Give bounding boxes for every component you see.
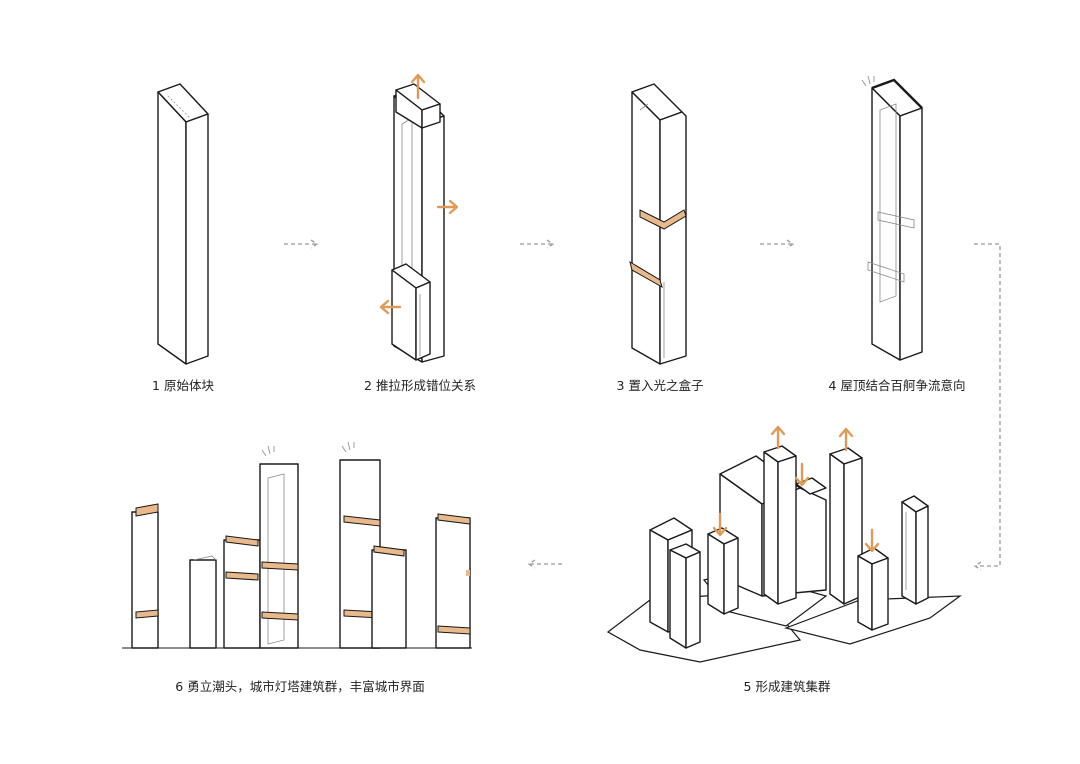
- flow-arrow-4-5: [973, 243, 1001, 571]
- arrow-left-icon: [379, 299, 402, 315]
- roof-sparkle-icon: [861, 75, 875, 87]
- step1-tower: [157, 83, 209, 365]
- step3-tower: [629, 83, 687, 365]
- flow-arrow-2-3: [520, 239, 555, 249]
- light-box-band-upper: [639, 209, 687, 230]
- step-label-3: 3 置入光之盒子: [616, 378, 704, 393]
- arrow-right-icon: [436, 199, 459, 215]
- step-label-1: 1 原始体块: [152, 378, 214, 393]
- step2-tower: [379, 73, 459, 363]
- step-label-5: 5 形成建筑集群: [743, 679, 831, 694]
- step-label-4: 4 屋顶结合百舸争流意向: [828, 378, 966, 393]
- flow-arrow-1-2: [284, 239, 319, 249]
- step4-tower: [861, 75, 923, 361]
- step5-cluster: [606, 425, 962, 663]
- step6-skyline: [122, 441, 472, 649]
- step-label-2: 2 推拉形成错位关系: [364, 378, 476, 393]
- flow-arrow-3-4: [760, 239, 795, 249]
- step-label-6: 6 勇立潮头，城市灯塔建筑群，丰富城市界面: [175, 679, 425, 694]
- arrow-up-icon: [410, 73, 426, 100]
- flow-arrow-5-6: [527, 559, 562, 569]
- light-box-band-lower: [629, 260, 663, 289]
